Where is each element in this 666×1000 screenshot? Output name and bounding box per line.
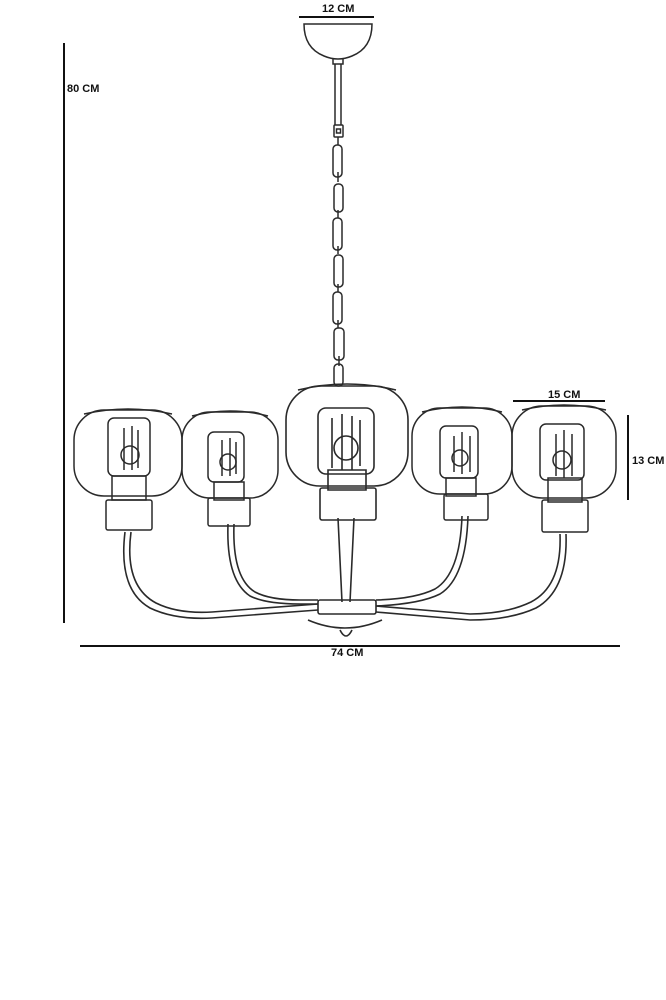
suspension-chain <box>332 64 345 387</box>
ceiling-canopy <box>303 23 373 65</box>
chandelier-frame <box>122 515 567 637</box>
shade-width-label: 15 CM <box>548 389 581 401</box>
dimension-lines <box>63 16 629 647</box>
shade-mid-left <box>181 410 279 527</box>
total-width-label: 74 CM <box>331 647 364 659</box>
shade-center <box>285 383 409 521</box>
shade-far-left <box>73 408 183 531</box>
shade-mid-right <box>411 406 513 521</box>
total-height-label: 80 CM <box>67 83 100 95</box>
canopy-width-label: 12 CM <box>322 3 355 15</box>
shade-height-label: 13 CM <box>632 455 665 467</box>
shade-far-right <box>511 404 617 533</box>
